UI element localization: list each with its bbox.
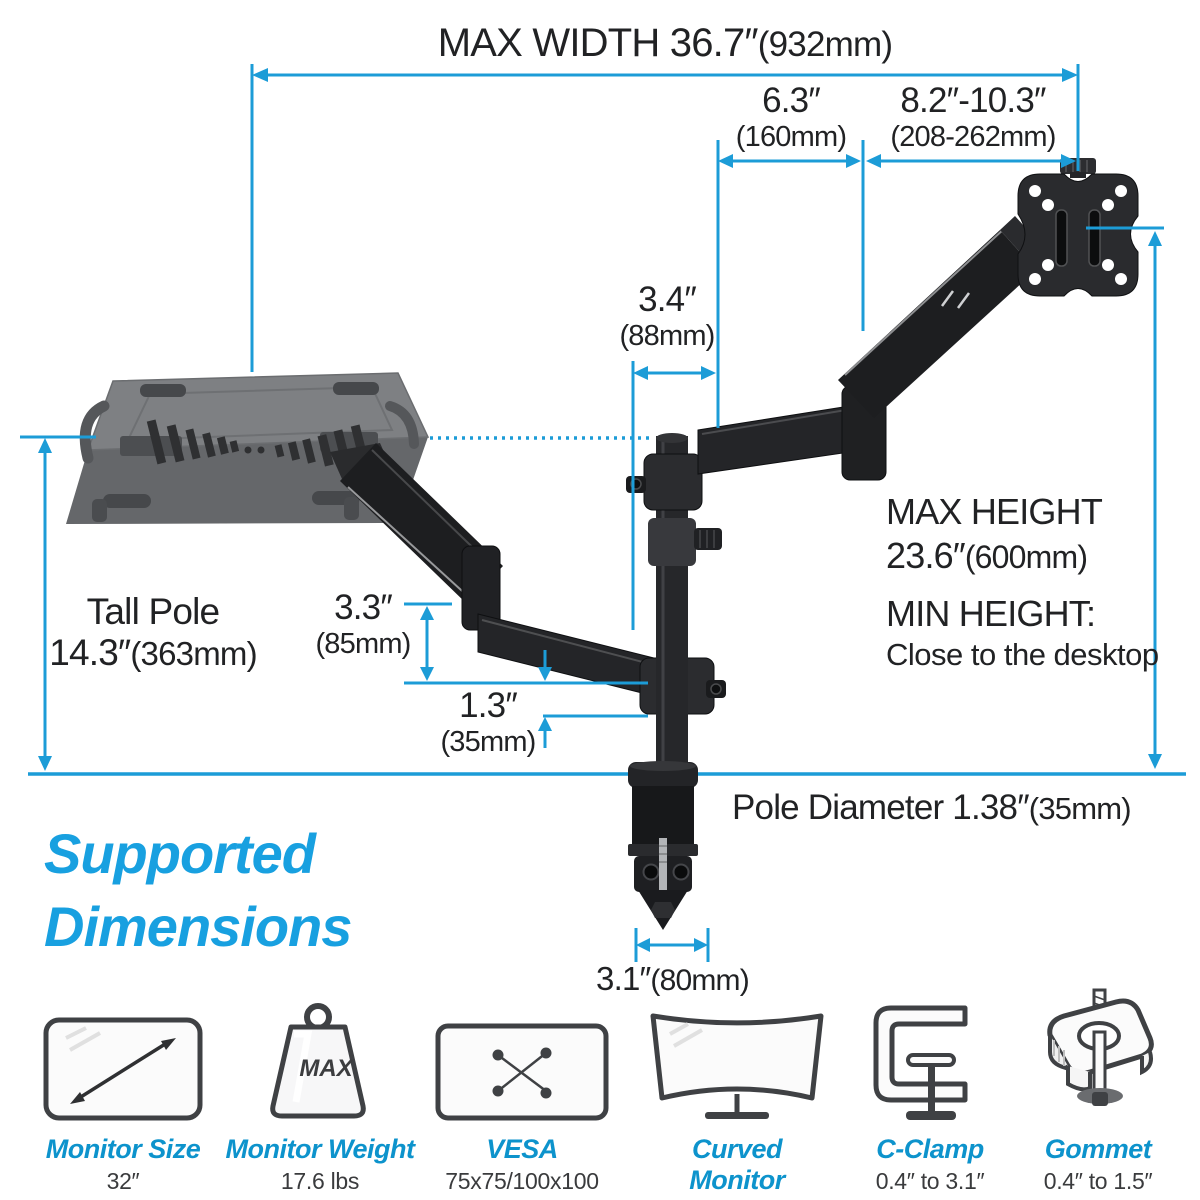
vesa-holes [1029, 185, 1127, 285]
max-height-min-height-label: MAX HEIGHT 23.6″(600mm) MIN HEIGHT: Clos… [886, 491, 1159, 672]
riser-dimension [404, 602, 648, 685]
max-height-dimension [1086, 226, 1164, 769]
weight-max-badge: MAX [299, 1055, 354, 1082]
spec-c-clamp: C-Clamp 0.4″ to 3.1″ [835, 1002, 1025, 1195]
laptop-arm [330, 443, 726, 715]
desk-clamp [628, 761, 698, 930]
section-title: Supported Dimensions [44, 822, 352, 958]
cable-clip [648, 518, 696, 566]
spec-monitor-weight: MAX Monitor Weight 17.6 lbs [225, 1002, 415, 1195]
rear-reach-dimension [866, 154, 1076, 168]
vesa-icon [427, 1002, 617, 1122]
brand-logo-mark [940, 290, 971, 309]
pole-diameter-label: Pole Diameter 1.38″(35mm) [732, 788, 1132, 827]
pole-offset-label: 3.4″ (88mm) [619, 280, 715, 353]
pole-offset-dimension [631, 361, 716, 630]
clamp-width-label: 3.1″(80mm) [596, 960, 750, 997]
clamp-screw-rod [659, 838, 667, 918]
monitor-arm [697, 216, 1051, 481]
clamp-width-dimension [634, 928, 710, 962]
grommet-icon [1003, 988, 1193, 1122]
front-reach-dimension [716, 140, 865, 428]
tall-pole-dimension [20, 435, 96, 771]
pole [626, 433, 722, 780]
monitor-size-icon [28, 1002, 218, 1122]
arm-height-dimension [538, 650, 648, 748]
spec-curved-monitor: Curved Monitor [642, 1002, 832, 1199]
rear-reach-label: 8.2″-10.3″ (208-262mm) [890, 81, 1056, 154]
c-clamp-icon [835, 1002, 1025, 1122]
curved-monitor-icon [642, 1002, 832, 1122]
front-reach-label: 6.3″ (160mm) [735, 81, 847, 154]
diagram-svg [20, 64, 1186, 962]
max-width-label: MAX WIDTH 36.7″(932mm) [437, 21, 893, 65]
monitor-weight-icon: MAX [225, 1002, 415, 1122]
max-width-dimension [250, 64, 1080, 372]
spec-vesa: VESA 75x75/100x100 [427, 1002, 617, 1195]
arm-height-label: 1.3″ (35mm) [440, 686, 536, 759]
spec-grommet: Gommet 0.4″ to 1.5″ [1003, 988, 1193, 1195]
spec-monitor-size: Monitor Size 32″ [28, 1002, 218, 1195]
riser-label: 3.3″ (85mm) [315, 588, 411, 661]
tall-pole-label: Tall Pole 14.3″(363mm) [49, 591, 257, 674]
pole-top-collar [643, 453, 703, 511]
